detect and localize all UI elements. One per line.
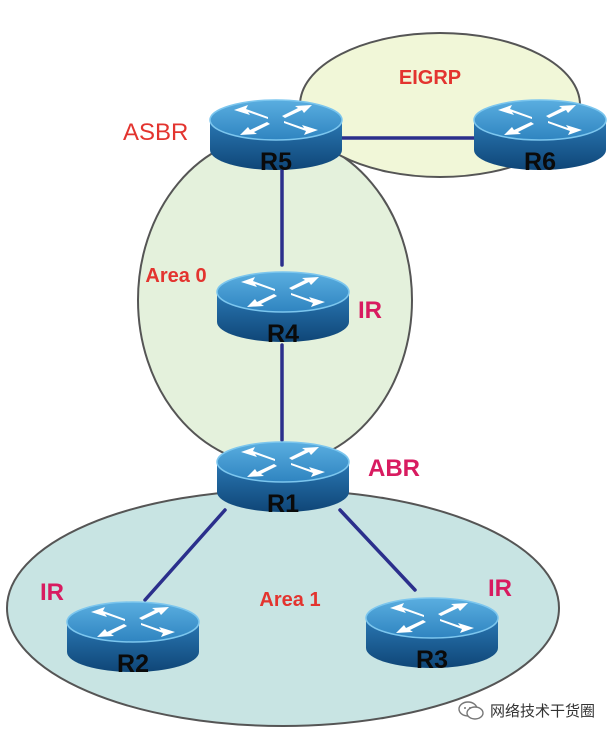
- router-r4: R4: [216, 271, 350, 348]
- watermark-text: 网络技术干货圈: [489, 702, 595, 720]
- router-r1: R1: [216, 441, 350, 518]
- router-r6-label: R6: [524, 148, 556, 176]
- router-r3: R3: [365, 597, 499, 674]
- router-r2-label: R2: [117, 650, 149, 678]
- links: [143, 136, 480, 602]
- wechat-icon: [458, 700, 484, 720]
- router-r2: R2: [66, 601, 200, 678]
- area0-label: Area 0: [145, 265, 206, 287]
- r5-role-label: ASBR: [123, 119, 188, 146]
- router-r5: R5: [209, 99, 343, 176]
- router-r4-label: R4: [267, 320, 299, 348]
- link-r1-r2: [143, 508, 227, 602]
- r3-role-label: IR: [488, 575, 512, 602]
- r2-role-label: IR: [40, 579, 64, 606]
- router-r6: R6: [473, 99, 607, 176]
- area1-label: Area 1: [259, 589, 320, 611]
- link-r1-r3: [338, 508, 417, 592]
- eigrp-label: EIGRP: [399, 67, 461, 89]
- watermark: 网络技术干货圈: [458, 700, 595, 721]
- r4-role-label: IR: [358, 297, 382, 324]
- router-r1-label: R1: [267, 490, 299, 518]
- r1-role-label: ABR: [368, 455, 420, 482]
- router-r5-label: R5: [260, 148, 292, 176]
- router-r3-label: R3: [416, 646, 448, 674]
